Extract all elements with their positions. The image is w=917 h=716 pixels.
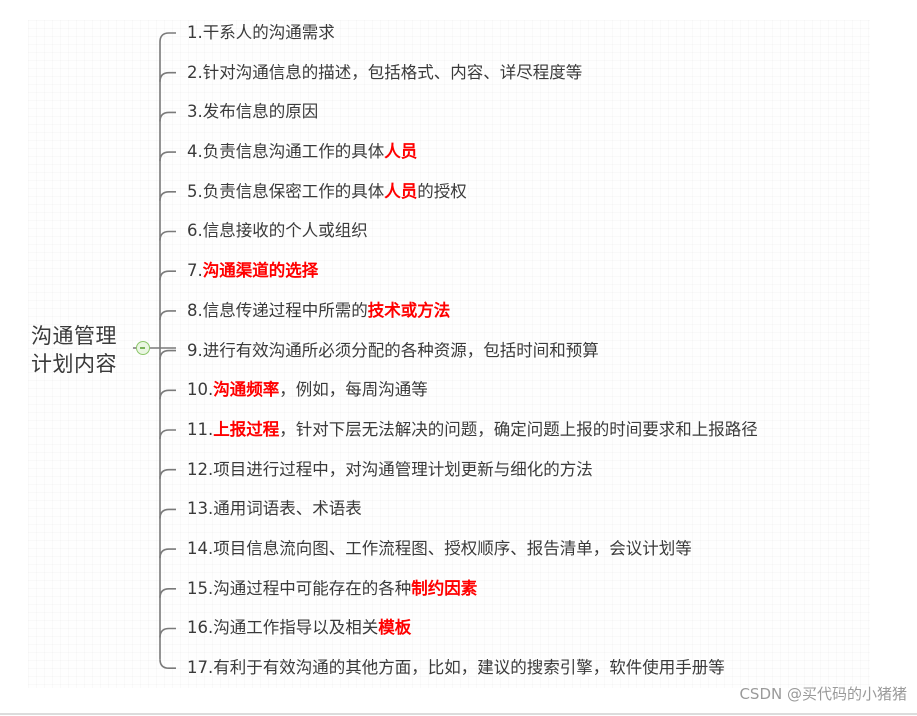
- mindmap-canvas: [28, 20, 870, 688]
- branch-text: 17.有利于有效沟通的其他方面，比如，建议的搜索引擎，软件使用手册等: [187, 658, 725, 677]
- branch-list: 1.干系人的沟通需求 2.针对沟通信息的描述，包括格式、内容、详尽程度等 3.发布信…: [187, 19, 758, 694]
- highlighted-text: 技术或方法: [367, 300, 451, 320]
- highlighted-text: 沟通渠道的选择: [202, 261, 319, 281]
- branch-text: 4.负责信息沟通工作的具体: [187, 142, 385, 162]
- branch-text: 的授权: [417, 181, 467, 201]
- branch-text: 5.负责信息保密工作的具体: [187, 181, 385, 201]
- collapse-toggle-icon[interactable]: [136, 341, 150, 355]
- branch-topic-17[interactable]: 17.有利于有效沟通的其他方面，比如，建议的搜索引擎，软件使用手册等: [187, 654, 758, 694]
- bottom-divider: [0, 713, 917, 715]
- highlighted-text: 沟通频率: [213, 380, 280, 400]
- branch-topic-11[interactable]: 11.上报过程，针对下层无法解决的问题，确定问题上报的时间要求和上报路径: [187, 416, 758, 456]
- highlighted-text: 模板: [378, 618, 412, 638]
- branch-text: 15.沟通过程中可能存在的各种: [187, 578, 412, 598]
- watermark: CSDN @买代码的小猪猪: [739, 685, 907, 703]
- branch-topic-14[interactable]: 14.项目信息流向图、工作流程图、授权顺序、报告清单，会议计划等: [187, 535, 758, 575]
- root-topic-line-1: 沟通管理: [31, 324, 117, 348]
- branch-topic-8[interactable]: 8.信息传递过程中所需的技术或方法: [187, 297, 758, 337]
- branch-topic-9[interactable]: 9.进行有效沟通所必须分配的各种资源，包括时间和预算: [187, 337, 758, 377]
- branch-text: 7.: [187, 261, 203, 281]
- branch-text: 13.通用词语表、术语表: [187, 499, 362, 519]
- branch-topic-4[interactable]: 4.负责信息沟通工作的具体人员: [187, 138, 758, 178]
- branch-topic-2[interactable]: 2.针对沟通信息的描述，包括格式、内容、详尽程度等: [187, 59, 758, 99]
- branch-text: 11.: [187, 419, 214, 439]
- highlighted-text: 制约因素: [411, 578, 478, 598]
- branch-topic-13[interactable]: 13.通用词语表、术语表: [187, 495, 758, 535]
- root-topic[interactable]: 沟通管理 计划内容: [31, 322, 131, 378]
- branch-text: 6.信息接收的个人或组织: [187, 221, 368, 241]
- highlighted-text: 人员: [384, 142, 418, 162]
- branch-text: ，例如，每周沟通等: [279, 380, 428, 400]
- branch-text: 10.: [187, 380, 214, 400]
- branch-text: 14.项目信息流向图、工作流程图、授权顺序、报告清单，会议计划等: [187, 538, 692, 558]
- branch-text: 1.干系人的沟通需求: [187, 23, 335, 42]
- branch-topic-16[interactable]: 16.沟通工作指导以及相关模板: [187, 614, 758, 654]
- branch-topic-15[interactable]: 15.沟通过程中可能存在的各种制约因素: [187, 575, 758, 615]
- branch-topic-6[interactable]: 6.信息接收的个人或组织: [187, 217, 758, 257]
- root-topic-line-2: 计划内容: [31, 352, 117, 376]
- highlighted-text: 上报过程: [213, 419, 280, 439]
- branch-text: 8.信息传递过程中所需的: [187, 300, 368, 320]
- branch-topic-5[interactable]: 5.负责信息保密工作的具体人员的授权: [187, 178, 758, 218]
- branch-text: 12.项目进行过程中，对沟通管理计划更新与细化的方法: [187, 459, 593, 479]
- branch-text: ，针对下层无法解决的问题，确定问题上报的时间要求和上报路径: [279, 419, 758, 439]
- branch-topic-10[interactable]: 10.沟通频率，例如，每周沟通等: [187, 376, 758, 416]
- branch-text: 2.针对沟通信息的描述，包括格式、内容、详尽程度等: [187, 62, 583, 82]
- branch-text: 16.沟通工作指导以及相关: [187, 618, 379, 638]
- branch-text: 9.进行有效沟通所必须分配的各种资源，包括时间和预算: [187, 340, 599, 360]
- branch-text: 3.发布信息的原因: [187, 102, 319, 122]
- branch-topic-1[interactable]: 1.干系人的沟通需求: [187, 19, 758, 59]
- branch-topic-12[interactable]: 12.项目进行过程中，对沟通管理计划更新与细化的方法: [187, 456, 758, 496]
- highlighted-text: 人员: [384, 181, 418, 201]
- branch-topic-3[interactable]: 3.发布信息的原因: [187, 98, 758, 138]
- branch-topic-7[interactable]: 7.沟通渠道的选择: [187, 257, 758, 297]
